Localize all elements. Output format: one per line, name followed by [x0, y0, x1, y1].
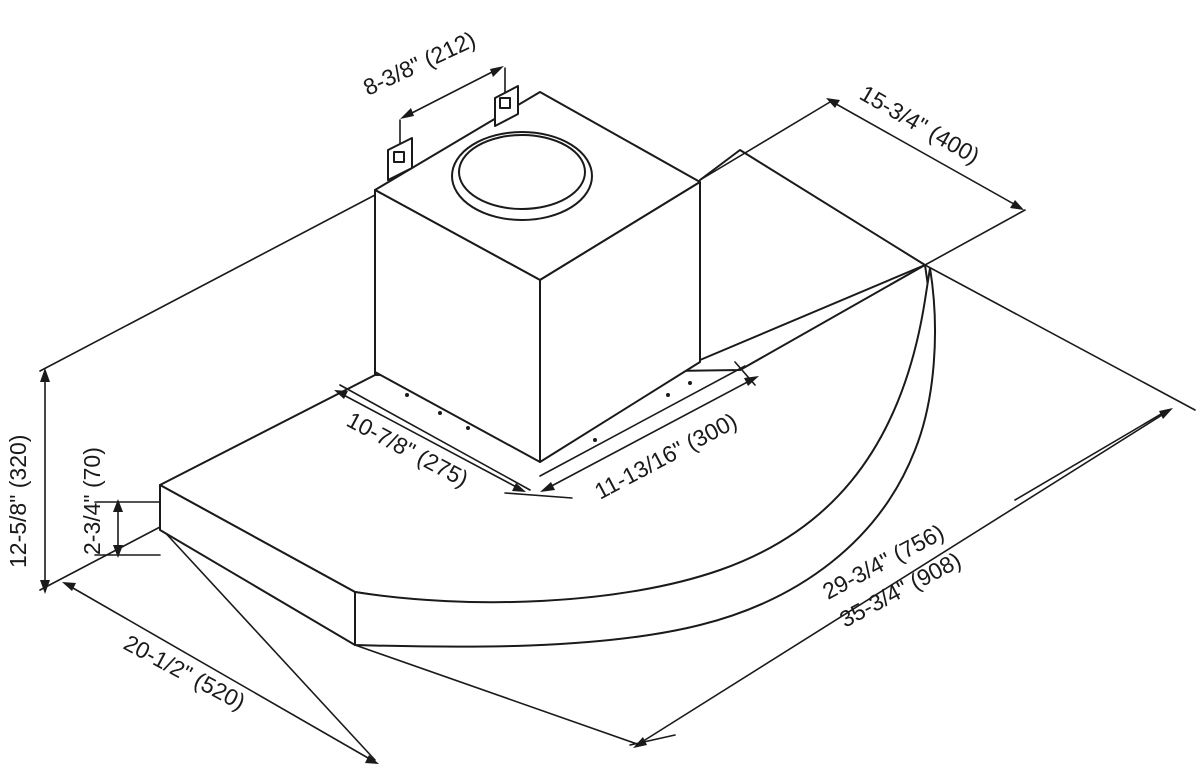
mounting-bracket-left-icon [387, 137, 413, 181]
dimension-lines [40, 66, 1173, 764]
label-duct-spacing: 8-3/8" (212) [359, 26, 479, 101]
label-canopy-height: 2-3/4" (70) [79, 447, 105, 555]
label-depth-top: 15-3/4" (400) [856, 80, 985, 169]
label-total-height: 12-5/8" (320) [5, 435, 31, 568]
chimney-box [374, 91, 701, 463]
label-depth-bottom: 20-1/2" (520) [120, 629, 250, 715]
duct-collar-icon [451, 131, 593, 221]
chimney-base-rails [339, 365, 746, 491]
mounting-bracket-right-icon [494, 85, 519, 127]
